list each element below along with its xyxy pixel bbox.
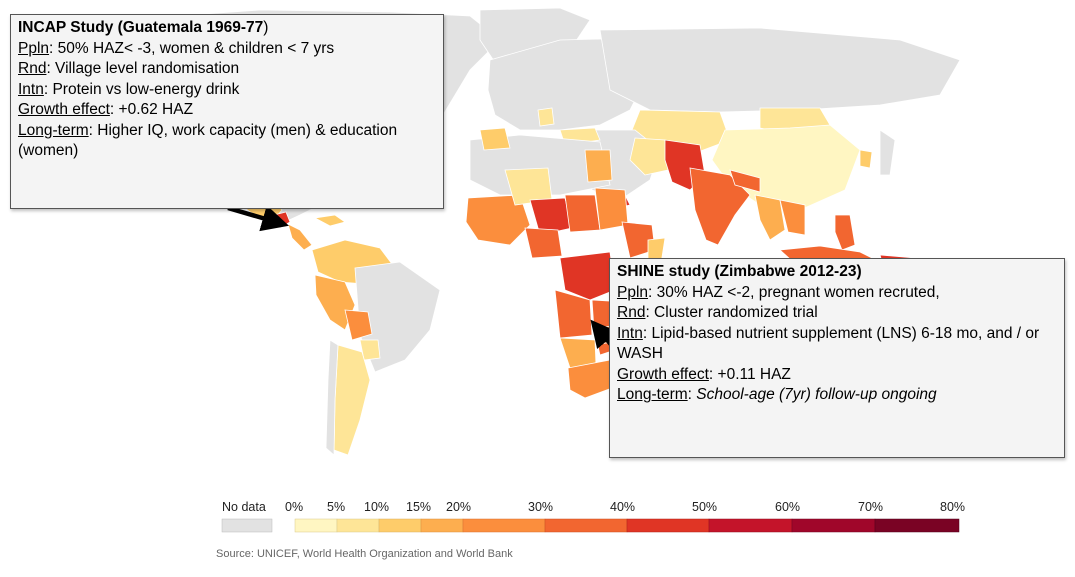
incap-longterm-label: Long-term xyxy=(18,121,89,139)
incap-growth-text: : +0.62 HAZ xyxy=(109,101,194,118)
source-note: Source: UNICEF, World Health Organizatio… xyxy=(216,548,513,560)
region-egypt xyxy=(584,149,613,183)
legend-tick-40: 40% xyxy=(610,500,636,514)
legend-tick-80: 80% xyxy=(940,500,966,514)
legend-tick-50: 50% xyxy=(692,500,718,514)
legend-bin-5-10 xyxy=(336,518,380,533)
legend-tick-0: 0% xyxy=(285,500,304,514)
region-korea xyxy=(859,149,873,169)
incap-longterm-text: : Higher IQ, work capacity (men) & educa… xyxy=(18,121,398,160)
shine-ppln-label: Ppln xyxy=(617,283,649,301)
region-nepal-bangladesh xyxy=(729,169,761,193)
arrow-guatemala xyxy=(227,205,289,232)
shine-longterm-label: Long-term xyxy=(617,386,688,403)
region-peru xyxy=(314,274,356,331)
incap-ppln-text: : 50% HAZ< -3, women & children < 7 yrs xyxy=(49,39,335,57)
region-north-africa xyxy=(469,134,611,196)
legend-tick-15: 15% xyxy=(406,500,432,514)
region-bolivia xyxy=(344,309,373,341)
legend-bin-30-40 xyxy=(544,518,628,533)
incap-study-callout: INCAP Study (Guatemala 1969-77) Ppln: 50… xyxy=(10,14,444,209)
legend-bin-10-15 xyxy=(378,518,422,533)
shine-rnd-text: : Cluster randomized trial xyxy=(645,304,818,321)
legend-tick-5: 5% xyxy=(327,500,346,514)
region-japan xyxy=(879,129,896,176)
shine-ppln-text: : 30% HAZ <-2, pregnant women recruted, xyxy=(648,283,940,301)
region-ukraine-area xyxy=(537,107,555,127)
region-central-africa xyxy=(559,251,616,301)
shine-title: SHINE study (Zimbabwe 2012-23) xyxy=(617,263,862,280)
shine-study-callout: SHINE study (Zimbabwe 2012-23) Ppln: 30%… xyxy=(609,258,1065,458)
shine-longterm-italic: School-age (7yr) follow-up ongoing xyxy=(696,386,937,403)
legend-bin-60-70 xyxy=(791,518,876,533)
incap-intn-label: Intn xyxy=(18,80,44,98)
legend-tick-70: 70% xyxy=(858,500,884,514)
legend-bin-70-80 xyxy=(874,518,960,533)
shine-rnd-label: Rnd xyxy=(617,304,646,321)
region-argentina xyxy=(333,344,371,456)
shine-intn-label: Intn xyxy=(617,324,643,342)
legend xyxy=(221,518,960,533)
region-central-america xyxy=(287,223,313,251)
incap-title: INCAP Study (Guatemala 1969-77 xyxy=(18,19,264,36)
region-nigeria xyxy=(524,227,563,259)
incap-intn-text: : Protein vs low-energy drink xyxy=(43,80,240,98)
legend-no-data-label: No data xyxy=(222,500,266,514)
region-chile xyxy=(325,339,339,456)
incap-title-paren: ) xyxy=(263,19,269,36)
region-philippines xyxy=(834,214,856,251)
shine-longterm-text: : xyxy=(687,386,697,403)
legend-bin-40-50 xyxy=(626,518,710,533)
region-indochina xyxy=(779,199,806,236)
region-south-africa xyxy=(567,359,613,399)
shine-growth-text: : +0.11 HAZ xyxy=(708,365,791,383)
legend-tick-10: 10% xyxy=(364,500,390,514)
legend-bin-15-20 xyxy=(420,518,464,533)
shine-intn-text: : Lipid-based nutrient supplement (LNS) … xyxy=(617,324,1040,363)
region-iran xyxy=(629,137,669,176)
legend-tick-20: 20% xyxy=(446,500,472,514)
incap-rnd-text: : Village level randomisation xyxy=(46,60,240,77)
incap-ppln-label: Ppln xyxy=(18,39,50,57)
legend-bin-20-30 xyxy=(462,518,546,533)
region-morocco xyxy=(479,127,511,151)
region-myanmar-thailand xyxy=(754,194,786,241)
incap-rnd-label: Rnd xyxy=(18,60,47,77)
legend-bin-50-60 xyxy=(708,518,793,533)
region-russia xyxy=(599,27,961,113)
legend-bin-0-5 xyxy=(294,518,338,533)
legend-tick-30: 30% xyxy=(528,500,554,514)
incap-growth-label: Growth effect xyxy=(18,101,110,118)
legend-color-scale xyxy=(294,518,960,533)
legend-tick-60: 60% xyxy=(775,500,801,514)
shine-growth-label: Growth effect xyxy=(617,365,709,383)
legend-no-data-swatch xyxy=(221,518,273,533)
region-chad xyxy=(564,194,601,233)
region-caribbean xyxy=(313,214,346,227)
